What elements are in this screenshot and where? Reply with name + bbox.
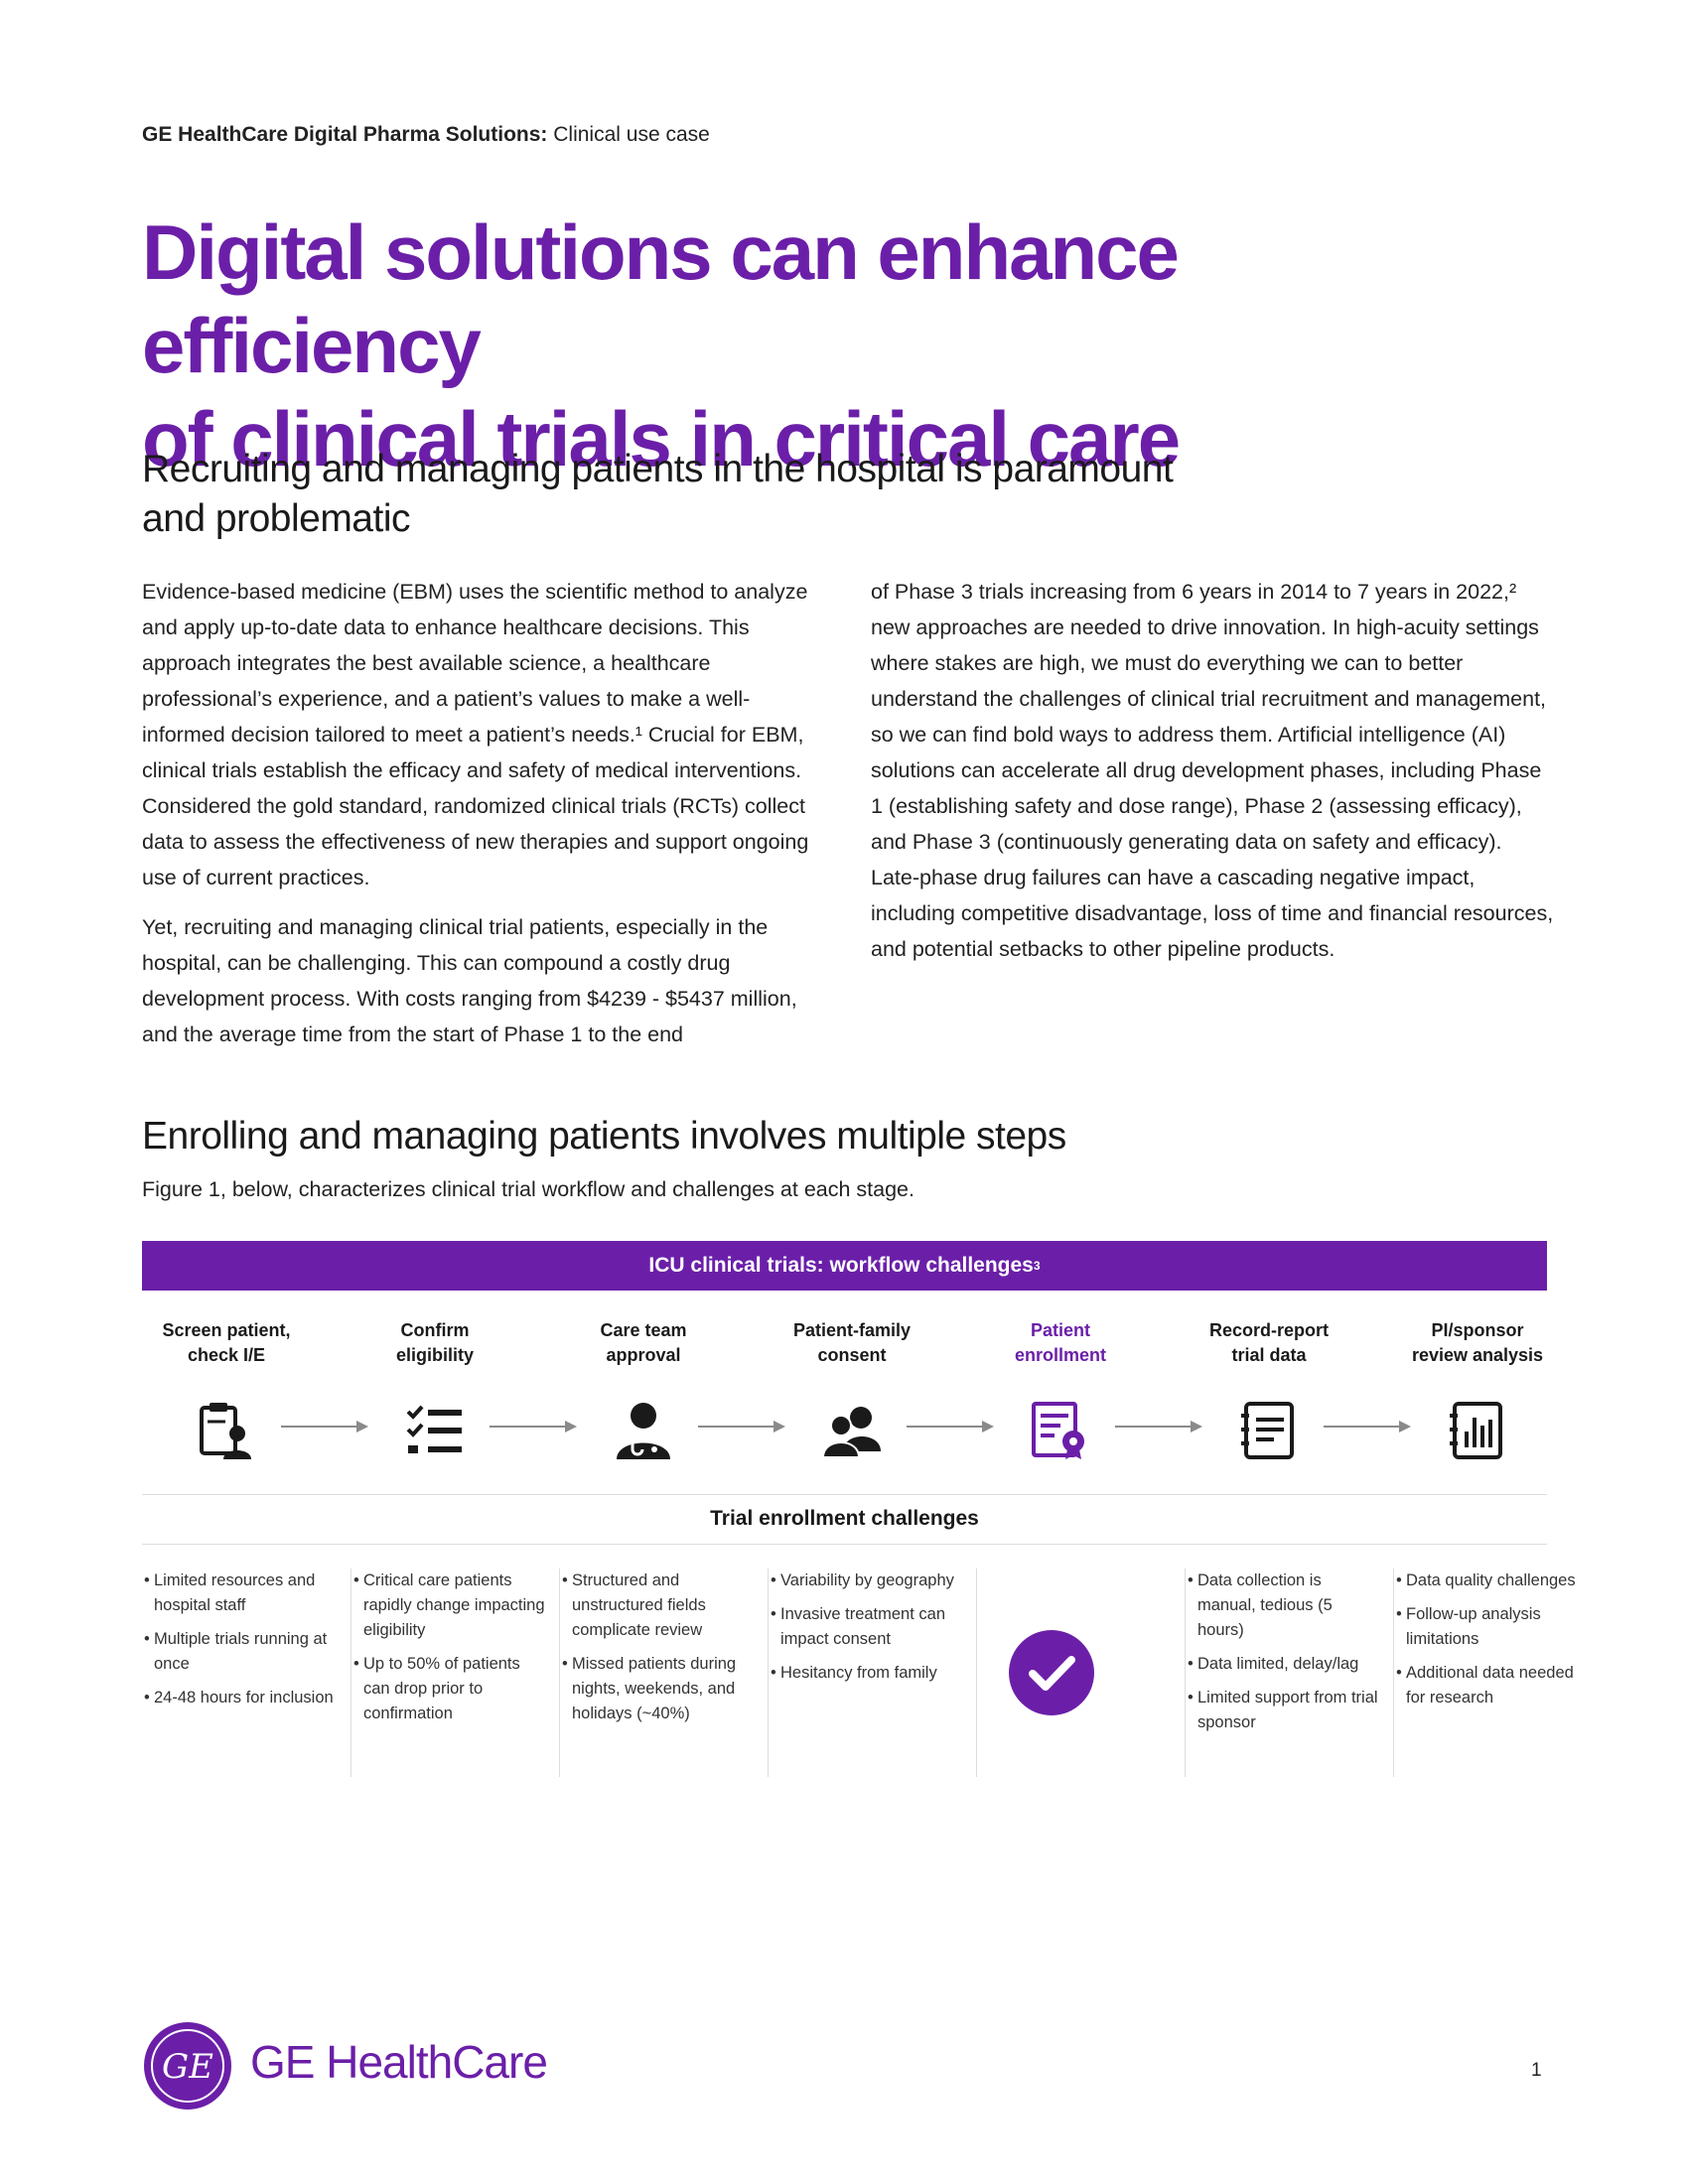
svg-text:GE: GE [162, 2047, 213, 2087]
challenge-item: Data collection is manual, tedious (5 ho… [1188, 1569, 1379, 1643]
arrow-icon [1115, 1421, 1202, 1433]
check-circle-icon [1009, 1630, 1094, 1715]
challenge-item: Data limited, delay/lag [1188, 1652, 1379, 1677]
section-heading-recruiting: Recruiting and managing patients in the … [142, 445, 1532, 544]
challenge-item: 24-48 hours for inclusion [144, 1686, 336, 1710]
banner-text: ICU clinical trials: workflow challenges [648, 1254, 1034, 1277]
arrow-icon [698, 1421, 785, 1433]
clipboard-person-icon [200, 1403, 251, 1459]
heading-line-2: and problematic [142, 497, 411, 540]
challenge-column-enrollment [976, 1569, 1171, 1777]
challenge-column-screen: Limited resources and hospital staff Mul… [142, 1569, 336, 1777]
section-heading-enrolling: Enrolling and managing patients involves… [142, 1115, 1066, 1158]
people-icon [821, 1407, 881, 1458]
figure-lead-text: Figure 1, below, characterizes clinical … [142, 1177, 914, 1201]
challenge-item: Variability by geography [771, 1569, 962, 1593]
body-column-right: of Phase 3 trials increasing from 6 year… [871, 574, 1556, 981]
divider [142, 1494, 1547, 1495]
challenge-item: Limited support from trial sponsor [1188, 1686, 1379, 1735]
page-title: Digital solutions can enhance efficiency… [142, 205, 1532, 485]
arrow-icon [490, 1421, 577, 1433]
arrow-icon [1324, 1421, 1411, 1433]
certificate-icon [1032, 1402, 1084, 1459]
challenge-item: Missed patients during nights, weekends,… [562, 1652, 754, 1726]
challenge-column-consent: Variability by geography Invasive treatm… [768, 1569, 962, 1777]
challenge-column-approval: Structured and unstructured fields compl… [559, 1569, 754, 1777]
brand-wordmark: GE HealthCare [250, 2036, 548, 2088]
challenge-column-review: Data quality challenges Follow-up analys… [1393, 1569, 1588, 1777]
body-paragraph: of Phase 3 trials increasing from 6 year… [871, 580, 1554, 961]
title-line-2: of clinical trials in critical care [142, 395, 1181, 482]
title-line-1: Digital solutions can enhance efficiency [142, 208, 1180, 389]
challenge-item: Additional data needed for research [1396, 1661, 1588, 1710]
challenge-item: Invasive treatment can impact consent [771, 1602, 962, 1652]
challenge-item: Structured and unstructured fields compl… [562, 1569, 754, 1643]
heading-line-1: Recruiting and managing patients in the … [142, 448, 1174, 490]
document-kicker: GE HealthCare Digital Pharma Solutions: … [142, 123, 710, 147]
challenge-item: Follow-up analysis limitations [1396, 1602, 1588, 1652]
ge-logo: GE [144, 2022, 231, 2110]
challenge-item: Hesitancy from family [771, 1661, 962, 1686]
challenges-title: Trial enrollment challenges [710, 1507, 979, 1530]
challenge-item: Limited resources and hospital staff [144, 1569, 336, 1618]
challenge-column-record: Data collection is manual, tedious (5 ho… [1185, 1569, 1379, 1777]
kicker-brand: GE HealthCare Digital Pharma Solutions: [142, 123, 548, 146]
banner-footnote: 3 [1033, 1259, 1041, 1273]
checklist-icon [406, 1405, 462, 1453]
arrow-icon [907, 1421, 994, 1433]
challenge-item: Up to 50% of patients can drop prior to … [353, 1652, 545, 1726]
notebook-icon [1241, 1402, 1294, 1459]
challenge-column-eligibility: Critical care patients rapidly change im… [351, 1569, 545, 1777]
body-paragraph: Yet, recruiting and managing clinical tr… [142, 915, 797, 1046]
challenge-item: Critical care patients rapidly change im… [353, 1569, 545, 1643]
divider [142, 1544, 1547, 1545]
challenge-item: Data quality challenges [1396, 1569, 1588, 1593]
body-paragraph: Evidence-based medicine (EBM) uses the s… [142, 580, 809, 889]
body-column-left: Evidence-based medicine (EBM) uses the s… [142, 574, 827, 1066]
figure-banner: ICU clinical trials: workflow challenges… [142, 1241, 1547, 1291]
arrow-icon [281, 1421, 368, 1433]
challenge-item: Multiple trials running at once [144, 1627, 336, 1677]
chart-notebook-icon [1450, 1402, 1502, 1459]
step-label: Screen patient,check I/E [162, 1320, 291, 1365]
step-screen-patient: Screen patient,check I/E [142, 1318, 311, 1461]
doctor-icon [617, 1403, 670, 1459]
page-number: 1 [1531, 2060, 1542, 2081]
kicker-subtitle: Clinical use case [547, 123, 710, 146]
